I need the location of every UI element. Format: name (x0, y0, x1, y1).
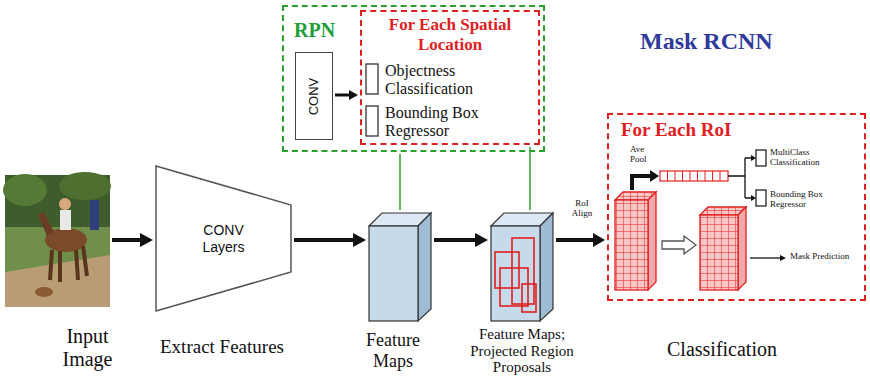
connector-line (529, 147, 531, 210)
output-slot (366, 106, 378, 136)
connector-line (556, 238, 594, 242)
block-front (369, 226, 418, 321)
arrow-head (593, 233, 605, 247)
flow-connector (335, 90, 358, 100)
output-label: Bounding Box Regressor (770, 190, 854, 210)
edge-label: RoI Align (567, 199, 597, 219)
arrow-head (780, 255, 786, 261)
feature-map-block-outline (368, 212, 432, 322)
feature-map-block: Feature Maps (368, 212, 432, 322)
flow-connector (530, 147, 531, 210)
photo-tree (59, 172, 111, 200)
flow-connector (112, 233, 153, 247)
hollow-arrow (662, 236, 696, 254)
group-title: For Each Spatial Location (368, 15, 532, 54)
photo-person (90, 200, 99, 230)
trapezoid-outline (156, 166, 291, 311)
block-side (540, 213, 553, 321)
branch-line (728, 158, 752, 198)
operation-label: Ave Pool (630, 145, 658, 165)
conv-box: CONV (295, 52, 333, 140)
block-label: CONV Layers (189, 222, 259, 256)
photo-horse-legs (50, 246, 87, 282)
mask-arrow (750, 257, 781, 258)
step-caption: Input Image (40, 325, 135, 371)
connector-line (294, 238, 354, 242)
group-title: RPN (294, 19, 335, 42)
block-side (418, 213, 431, 321)
group-title: For Each RoI (621, 119, 731, 141)
region-proposal (495, 252, 519, 288)
conv-trapezoid: CONV Layers (155, 165, 292, 312)
connector-line (399, 154, 401, 210)
connector-line (112, 238, 141, 242)
arrow-head (140, 233, 153, 247)
vector-cell (660, 171, 728, 181)
photo-tree (3, 174, 47, 206)
arrow-head (650, 170, 659, 182)
step-caption: Feature Maps; Projected Region Proposals (455, 326, 589, 376)
feature-map-block-outline (490, 212, 554, 322)
pool-arrow (632, 176, 651, 190)
connector-line (335, 94, 350, 97)
photo-sand (5, 255, 110, 307)
mask-feature-side (738, 207, 746, 290)
arrow-head (475, 233, 488, 247)
photo-rider-head (59, 198, 71, 210)
arrow-head (353, 233, 366, 247)
roi-head-group: For Each RoI (607, 113, 866, 301)
step-caption: Classification (667, 338, 777, 360)
output-slot (756, 150, 766, 166)
flow-connector (434, 233, 488, 247)
photo-horse-neck (38, 212, 54, 236)
flow-connector (400, 154, 401, 210)
arrow-head (349, 90, 358, 100)
roi-feature-front (615, 200, 648, 290)
vector-cell (668, 171, 721, 181)
output-label: MultiClass Classification (770, 148, 854, 168)
roi-feature-side (648, 192, 656, 290)
region-proposal (512, 238, 534, 304)
output-slot (366, 64, 378, 94)
step-caption: Extract Features (160, 337, 284, 358)
flow-connector (294, 233, 366, 247)
block-front (491, 226, 540, 321)
input-image: Input Image (5, 175, 110, 307)
flow-connector (556, 233, 605, 247)
block-label: CONV (307, 77, 322, 115)
mask-feature-front (700, 215, 738, 290)
output-slot (756, 190, 766, 206)
pooled-vector (660, 171, 728, 181)
connector-line (434, 238, 476, 242)
arrow-head (751, 195, 756, 201)
arrow-head (751, 155, 756, 161)
output-label: Bounding Box Regressor (385, 104, 535, 139)
output-label: Mask Prediction (790, 252, 864, 262)
photo-dog (35, 287, 53, 297)
region-proposal (522, 284, 536, 312)
photo-rider (60, 210, 71, 230)
region-proposal (500, 268, 528, 306)
step-caption: Feature Maps (353, 330, 433, 371)
output-label: Objectness Classification (385, 62, 535, 97)
diagram-title: Mask RCNN (640, 28, 773, 55)
feature-map-block: Feature Maps; Projected Region Proposals (490, 212, 554, 322)
